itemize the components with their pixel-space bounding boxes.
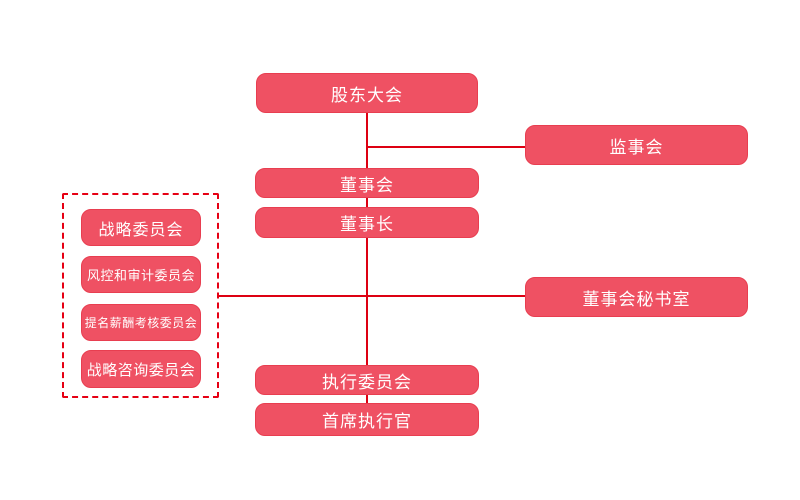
connector-committees-to-secretary <box>219 295 525 297</box>
connector-executive-to-ceo <box>366 395 368 403</box>
node-supervisory-board: 监事会 <box>525 125 748 165</box>
node-nomination-remuneration-assessment-committee: 提名薪酬考核委员会 <box>81 304 201 341</box>
node-board-secretary-office: 董事会秘书室 <box>525 277 748 317</box>
node-board-of-directors: 董事会 <box>255 168 479 198</box>
connector-main-vertical <box>366 113 368 365</box>
node-executive-committee: 执行委员会 <box>255 365 479 395</box>
node-strategy-committee: 战略委员会 <box>81 209 201 246</box>
node-shareholders-meeting: 股东大会 <box>256 73 478 113</box>
committees-group-box <box>62 193 219 398</box>
node-risk-control-audit-committee: 风控和审计委员会 <box>81 256 201 293</box>
node-chairman: 董事长 <box>255 207 479 238</box>
connector-to-supervisory-board <box>367 146 525 148</box>
node-chief-executive-officer: 首席执行官 <box>255 403 479 436</box>
node-strategy-advisory-committee: 战略咨询委员会 <box>81 350 201 388</box>
